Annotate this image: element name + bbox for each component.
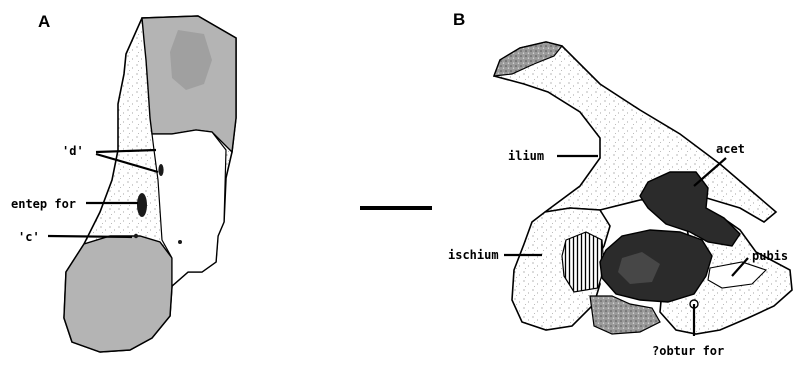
d-scar-mark — [158, 164, 163, 176]
label-c: 'c' — [18, 230, 40, 244]
label-pubis: pubis — [752, 249, 788, 263]
label-ischium: ischium — [448, 248, 499, 262]
label-entep-for: entep for — [11, 197, 76, 211]
c-leader — [48, 236, 132, 237]
ilium-blade — [494, 42, 776, 222]
panel-a-dot — [178, 240, 182, 244]
ischium-hatched-facet — [562, 232, 604, 292]
label-ilium: ilium — [508, 149, 544, 163]
lower-dark-patch — [590, 296, 660, 334]
panel-a: A 'd' entep for 'c' — [11, 12, 236, 352]
panel-b: B ilium acet ischium pubis ?ob — [448, 10, 792, 358]
scale-bar — [360, 206, 432, 210]
panel-b-letter: B — [453, 10, 465, 29]
entep-foramen-mark — [137, 193, 147, 217]
panel-a-letter: A — [38, 12, 50, 31]
label-acet: acet — [716, 142, 745, 156]
label-obtur-for: ?obtur for — [652, 344, 724, 358]
c-scar-mark — [134, 234, 138, 238]
label-d: 'd' — [62, 144, 84, 158]
